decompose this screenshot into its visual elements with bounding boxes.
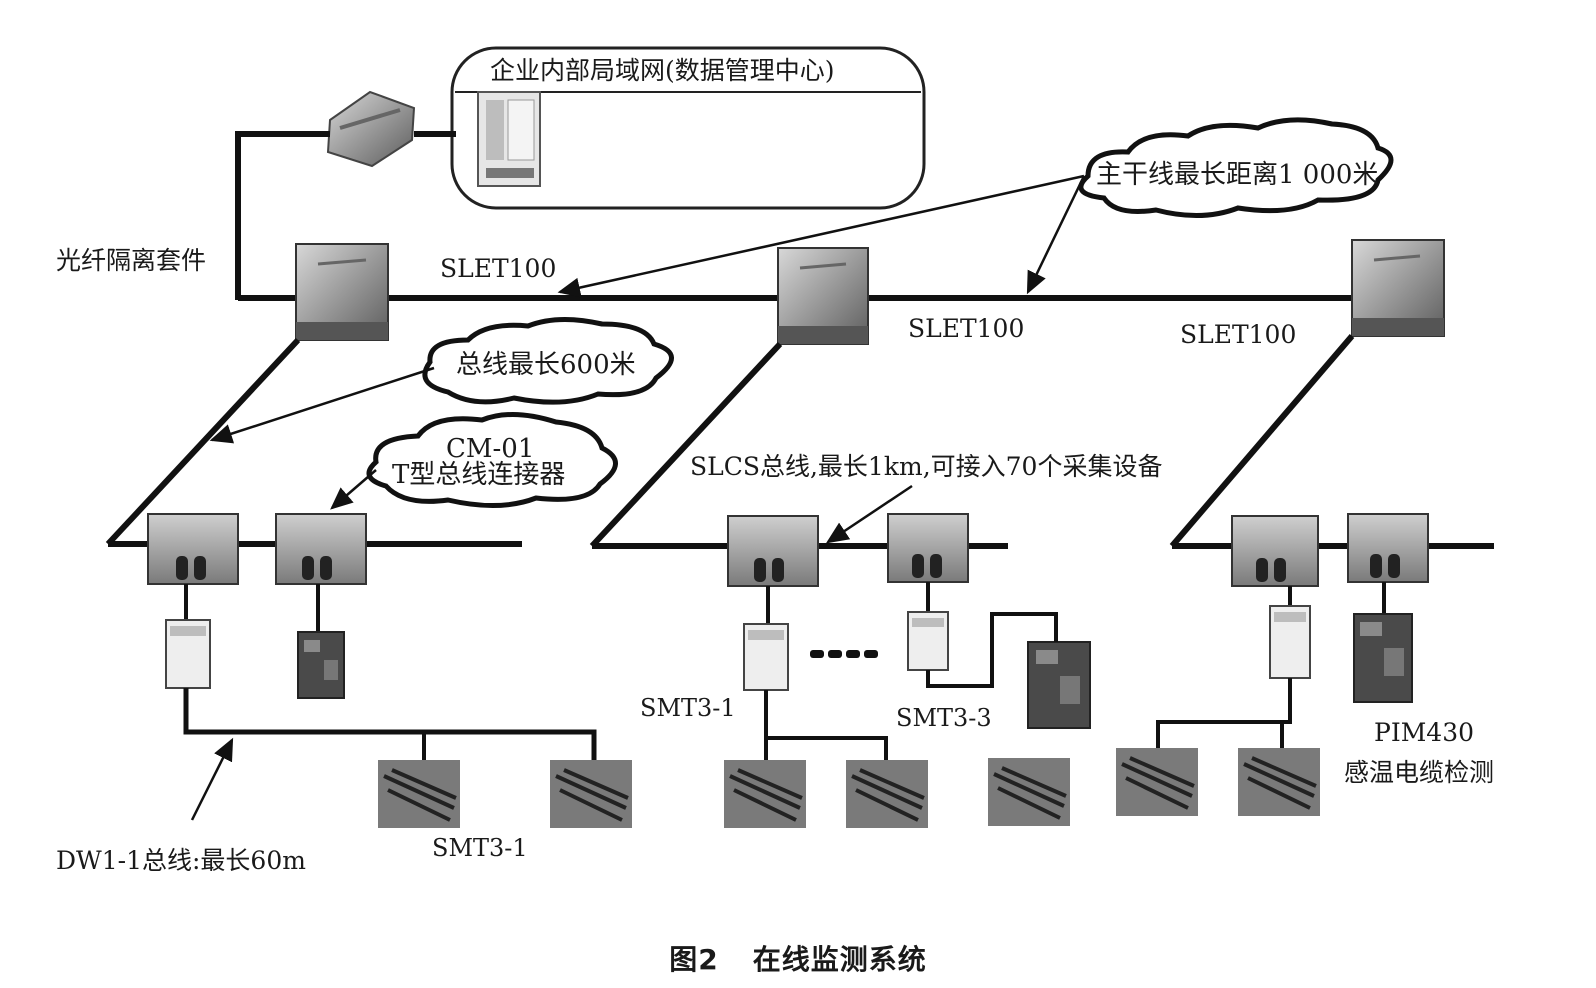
t-connector — [727, 515, 819, 587]
fiber-isolator-label: 光纤隔离套件 — [56, 246, 207, 275]
bus-drop-right — [1169, 334, 1355, 548]
figure-caption: 图2 在线监测系统 — [0, 938, 1596, 978]
fiber-isolator-icon — [326, 90, 416, 168]
connector-type-label: T型总线连接器 — [392, 460, 566, 490]
t-connector — [275, 513, 367, 585]
slet100-label-right: SLET100 — [1180, 320, 1297, 349]
smt33-wire — [926, 612, 1058, 688]
dw-bus-label: DW1-1总线:最长60m — [56, 846, 306, 875]
fiber-link — [235, 131, 330, 300]
sensor-cable-image — [1238, 748, 1320, 816]
cloud-connector-note — [366, 411, 618, 508]
dw-bus-mid — [764, 690, 888, 762]
t-connector — [1231, 515, 1319, 587]
lan-frame — [450, 46, 926, 210]
circuit-board-icon — [1353, 613, 1413, 703]
dw-bus-left — [183, 688, 597, 762]
server-icon — [477, 91, 541, 187]
bus-drop-mid — [589, 341, 783, 549]
t-connector — [1347, 513, 1429, 583]
t-connector — [887, 513, 969, 583]
slet100-controller-left — [295, 243, 389, 341]
sensor-cable-image — [378, 760, 460, 828]
slcs-bus-label: SLCS总线,最长1km,可接入70个采集设备 — [690, 452, 1163, 481]
slet100-controller-right — [1351, 239, 1445, 337]
sensor-cable-image — [724, 760, 806, 828]
sensor-cable-image — [846, 760, 928, 828]
trunk-note-label: 主干线最长距离1 000米 — [1096, 160, 1379, 190]
cloud-bus-note — [422, 316, 674, 405]
bus-note-label: 总线最长600米 — [456, 350, 636, 380]
lan-label: 企业内部局域网(数据管理中心) — [490, 56, 835, 85]
smt3-module — [907, 611, 949, 671]
smt3-module — [743, 623, 789, 691]
circuit-board-icon — [1027, 641, 1091, 729]
annotation-arrows — [190, 174, 1086, 821]
ellipsis-dots — [810, 650, 878, 658]
slet100-controller-mid — [777, 247, 869, 345]
slet100-label-left: SLET100 — [440, 254, 557, 283]
smt3-module — [1269, 605, 1311, 679]
circuit-board-icon — [297, 631, 345, 699]
sensor-cable-image — [550, 760, 632, 828]
connector-model-label: CM-01 — [446, 434, 535, 464]
cloud-trunk-note — [1078, 117, 1394, 218]
smt3-module — [165, 619, 211, 689]
bus-drop-left — [105, 337, 301, 547]
sensor-cable-image — [1116, 748, 1198, 816]
smt3-3-label: SMT3-3 — [896, 704, 992, 732]
dw-bus-right — [1156, 678, 1292, 750]
pim430-label: PIM430 — [1374, 718, 1475, 747]
smt3-1-label-mid: SMT3-1 — [640, 694, 736, 722]
smt3-1-label-bottom: SMT3-1 — [432, 834, 528, 862]
cable-detection-label: 感温电缆检测 — [1344, 758, 1495, 787]
slet100-label-mid: SLET100 — [908, 314, 1025, 343]
figure-number: 图2 — [669, 943, 719, 976]
module-wires — [184, 582, 1386, 632]
sensor-cable-image — [988, 758, 1070, 826]
t-connector — [147, 513, 239, 585]
figure-title: 在线监测系统 — [752, 943, 927, 976]
